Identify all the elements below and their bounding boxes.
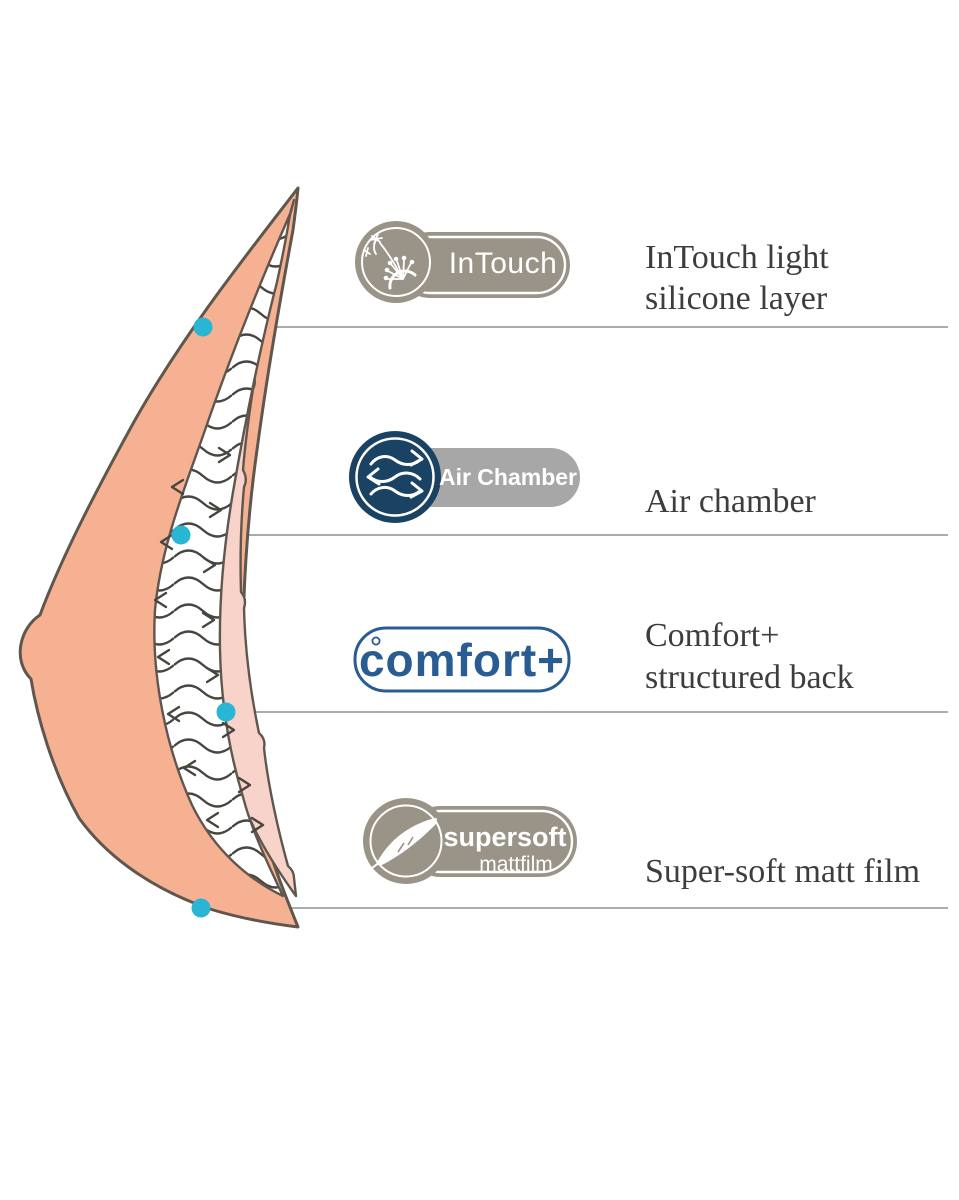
dandelion-icon xyxy=(363,233,417,290)
air-chamber-badge-label: Air Chamber xyxy=(439,464,577,490)
intouch-badge-label: InTouch xyxy=(449,247,558,280)
air-chamber-waves xyxy=(153,212,292,898)
degree-ring-icon xyxy=(371,636,381,646)
air-waves-icon xyxy=(366,449,424,499)
label-comfort-line2: structured back xyxy=(645,659,854,696)
feature-labels: InTouch light silicone layer Air chamber… xyxy=(645,239,920,890)
callout-dots xyxy=(171,317,236,918)
supersoft-badge: supersoft mattfilm xyxy=(363,798,577,884)
callout-dot-supersoft xyxy=(191,898,211,918)
callout-dot-intouch xyxy=(193,317,213,337)
comfort-plus-badge: comfort+ xyxy=(353,626,571,693)
expansion-arrows xyxy=(153,446,265,834)
label-intouch-line2: silicone layer xyxy=(645,280,828,317)
comfort-plus-badge-label: comfort+ xyxy=(359,634,565,686)
supersoft-badge-label-line2: mattfilm xyxy=(479,853,553,876)
air-chamber-badge: Air Chamber xyxy=(349,431,580,523)
feather-icon xyxy=(371,818,437,869)
breast-form-cross-section xyxy=(18,186,300,929)
label-intouch-line1: InTouch light xyxy=(645,239,829,276)
intouch-badge: InTouch xyxy=(355,221,570,303)
callout-dot-airchamber xyxy=(171,525,191,545)
label-supersoft: Super-soft matt film xyxy=(645,853,920,890)
supersoft-badge-label-line1: supersoft xyxy=(443,822,566,852)
callout-lines xyxy=(181,326,948,909)
label-comfort-line1: Comfort+ xyxy=(645,617,779,654)
callout-dot-comfort xyxy=(216,702,236,722)
label-air-chamber: Air chamber xyxy=(645,483,817,520)
